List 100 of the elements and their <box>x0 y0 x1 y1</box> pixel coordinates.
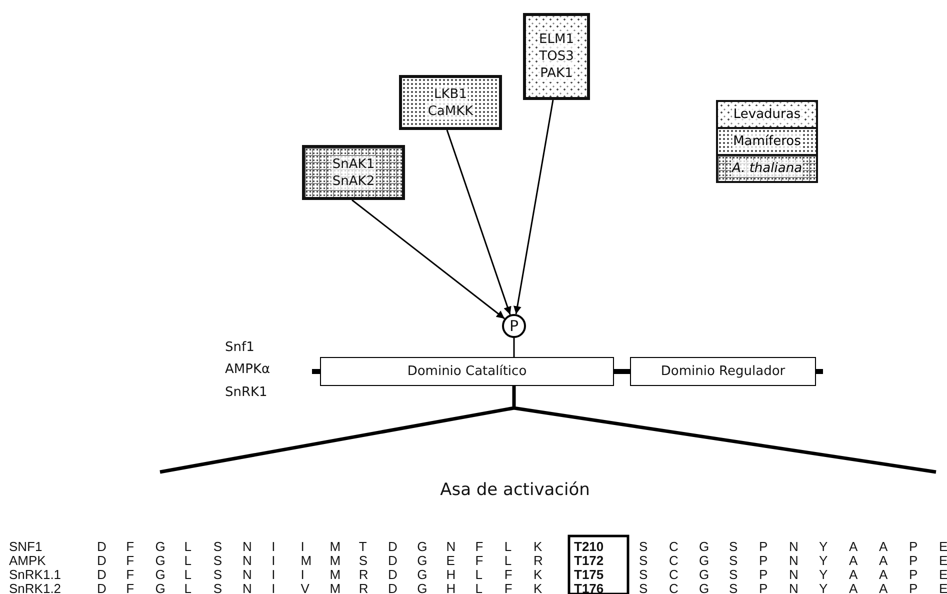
amino-acid: F <box>126 540 134 554</box>
amino-acid: L <box>184 554 192 568</box>
kinase-box <box>302 145 405 200</box>
sequence-name: SnRK1.1 <box>9 568 62 582</box>
amino-acid: M <box>330 568 341 582</box>
kinase-name: SnAK2 <box>331 172 376 190</box>
protein-name: SnRK1 <box>225 385 268 400</box>
amino-acid: L <box>504 540 512 554</box>
amino-acid: F <box>475 540 484 554</box>
amino-acid: E <box>939 540 947 554</box>
amino-acid: G <box>417 540 428 554</box>
amino-acid: I <box>300 568 304 582</box>
amino-acid: N <box>789 568 798 582</box>
amino-acid: L <box>184 568 192 582</box>
phosphate-circle <box>502 314 526 338</box>
amino-acid: S <box>213 582 222 594</box>
amino-acid: G <box>155 554 166 568</box>
amino-acid: E <box>939 554 947 568</box>
amino-acid: P <box>759 540 768 554</box>
amino-acid: S <box>639 568 648 582</box>
kinase-name: LKB1 <box>433 86 468 102</box>
amino-acid: L <box>184 540 192 554</box>
amino-acid: G <box>155 568 166 582</box>
amino-acid: L <box>475 568 483 582</box>
legend-label: Levaduras <box>732 106 802 123</box>
amino-acid: F <box>504 568 512 582</box>
amino-acid: F <box>126 554 134 568</box>
domain-box <box>630 357 816 386</box>
amino-acid: F <box>126 568 134 582</box>
amino-acid: V <box>300 582 310 594</box>
amino-acid: Y <box>819 582 828 594</box>
amino-acid: P <box>909 554 918 568</box>
sequence-name: AMPK <box>9 554 46 568</box>
amino-acid: Y <box>819 540 828 554</box>
amino-acid: A <box>879 568 888 582</box>
amino-acid: S <box>729 568 738 582</box>
amino-acid: D <box>97 582 106 594</box>
domain-box <box>320 357 614 386</box>
arrow <box>513 100 554 314</box>
amino-acid: F <box>504 582 512 594</box>
amino-acid: H <box>446 568 456 582</box>
amino-acid: D <box>388 540 398 554</box>
amino-acid: A <box>849 568 858 582</box>
amino-acid: N <box>242 554 252 568</box>
amino-acid: M <box>330 540 341 554</box>
amino-acid: M <box>330 554 341 568</box>
amino-acid: K <box>534 568 542 582</box>
domain-label: Dominio Regulador <box>660 363 786 380</box>
amino-acid: M <box>300 554 312 568</box>
amino-acid: S <box>213 554 222 568</box>
sequence-name: SNF1 <box>9 540 42 554</box>
kinase-name: ELM1 <box>538 31 575 48</box>
residue-label: T210 <box>574 540 604 554</box>
section-title: Asa de activación <box>440 480 590 500</box>
amino-acid: P <box>759 554 768 568</box>
amino-acid: C <box>669 554 678 568</box>
amino-acid: L <box>475 582 483 594</box>
amino-acid: D <box>388 554 398 568</box>
amino-acid: S <box>639 540 648 554</box>
amino-acid: Y <box>819 568 828 582</box>
amino-acid: N <box>242 582 252 594</box>
protein-name: Snf1 <box>225 340 254 355</box>
amino-acid: S <box>729 554 738 568</box>
amino-acid: G <box>417 582 428 594</box>
amino-acid: G <box>699 568 710 582</box>
amino-acid: A <box>879 554 888 568</box>
amino-acid: G <box>699 540 710 554</box>
amino-acid: G <box>155 582 166 594</box>
amino-acid: N <box>789 540 798 554</box>
amino-acid: S <box>729 540 738 554</box>
kinase-box <box>523 13 590 100</box>
amino-acid: A <box>849 582 858 594</box>
amino-acid: G <box>699 554 710 568</box>
amino-acid: D <box>97 554 106 568</box>
amino-acid: R <box>358 568 368 582</box>
amino-acid: C <box>669 568 678 582</box>
amino-acid: F <box>475 554 484 568</box>
amino-acid: E <box>939 568 947 582</box>
amino-acid: N <box>789 554 798 568</box>
amino-acid: R <box>534 554 543 568</box>
kinase-name: TOS3 <box>538 48 575 65</box>
amino-acid: G <box>155 540 166 554</box>
amino-acid: P <box>759 568 768 582</box>
amino-acid: P <box>909 568 918 582</box>
amino-acid: N <box>242 540 252 554</box>
arrow <box>352 199 505 320</box>
amino-acid: S <box>213 540 222 554</box>
amino-acid: I <box>272 582 276 594</box>
sequence-name: SnRK1.2 <box>9 582 62 594</box>
residue-label: T172 <box>574 554 604 568</box>
amino-acid: S <box>358 554 368 568</box>
amino-acid: N <box>242 568 252 582</box>
amino-acid: G <box>417 554 428 568</box>
arrow <box>446 130 512 315</box>
protein-name: AMPKα <box>225 362 270 377</box>
amino-acid: Y <box>819 554 828 568</box>
amino-acid: A <box>849 554 858 568</box>
legend-label: Mamíferos <box>732 133 802 150</box>
amino-acid: D <box>97 540 106 554</box>
residue-label: T175 <box>574 568 604 582</box>
